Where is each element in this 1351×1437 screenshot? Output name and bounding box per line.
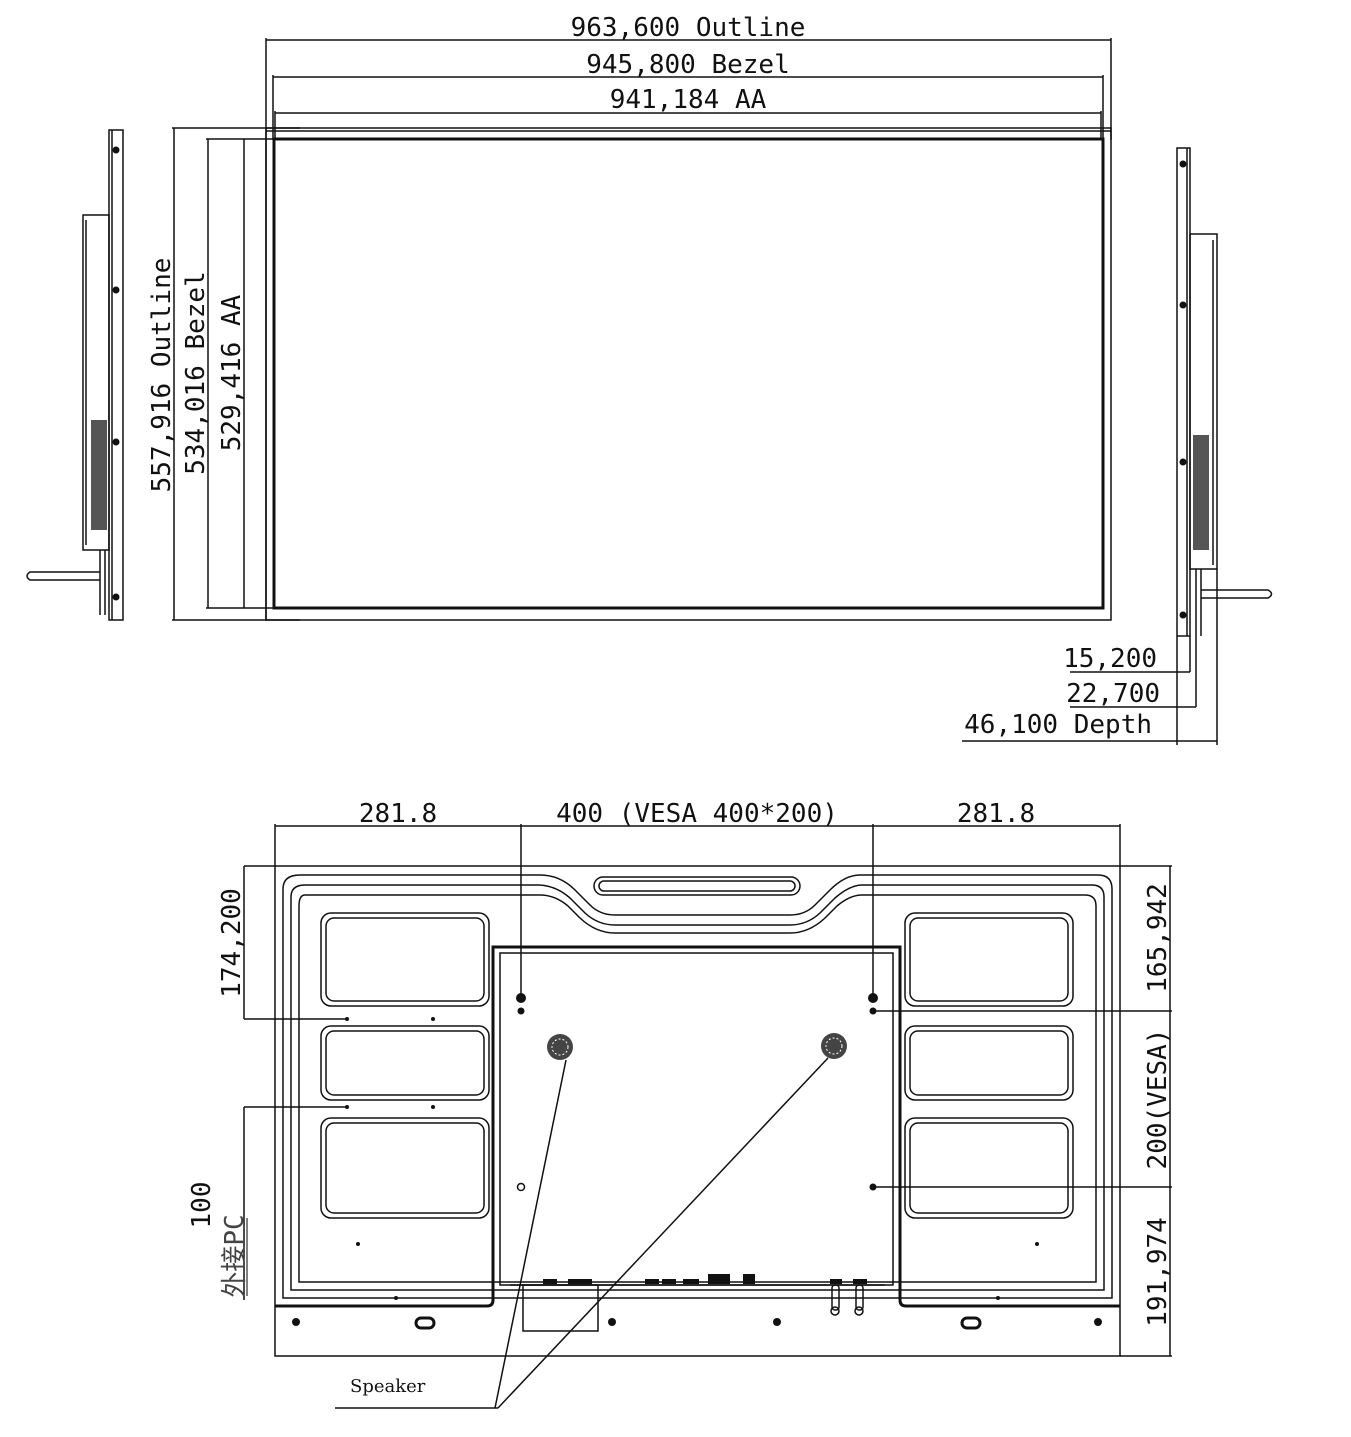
rear-right-top: 165,942 xyxy=(1143,883,1173,993)
front-view: 963,600 Outline 945,800 Bezel 941,184 AA… xyxy=(147,13,1112,621)
left-side-view xyxy=(26,129,124,621)
front-width-outline: 963,600 Outline xyxy=(571,13,806,43)
rear-left-top: 174,200 xyxy=(217,888,247,998)
front-width-aa: 941,184 AA xyxy=(610,85,767,115)
rear-left-offset: 281.8 xyxy=(359,799,437,829)
rear-right-offset: 281.8 xyxy=(957,799,1035,829)
rear-vesa-width: 400 (VESA 400*200) xyxy=(556,799,838,829)
rear-pc-offset: 100 xyxy=(187,1182,217,1229)
front-height-outline: 557,916 Outline xyxy=(147,258,177,493)
rear-vesa-height: 200(VESA) xyxy=(1143,1029,1173,1170)
depth-15200: 15,200 xyxy=(1063,644,1157,674)
right-side-view: 15,200 22,700 46,100 Depth xyxy=(962,147,1273,745)
front-width-bezel: 945,800 Bezel xyxy=(586,50,790,80)
speaker-label: Speaker xyxy=(350,1376,426,1397)
front-height-bezel: 534,016 Bezel xyxy=(181,271,211,475)
rear-pc-label: 外接PC xyxy=(220,1214,250,1297)
front-height-aa: 529,416 AA xyxy=(217,294,247,451)
depth-total: 46,100 Depth xyxy=(964,710,1152,740)
rear-right-bottom: 191,974 xyxy=(1143,1217,1173,1327)
rear-view: 281.8 400 (VESA 400*200) 281.8 xyxy=(187,799,1173,1409)
depth-22700: 22,700 xyxy=(1066,679,1160,709)
